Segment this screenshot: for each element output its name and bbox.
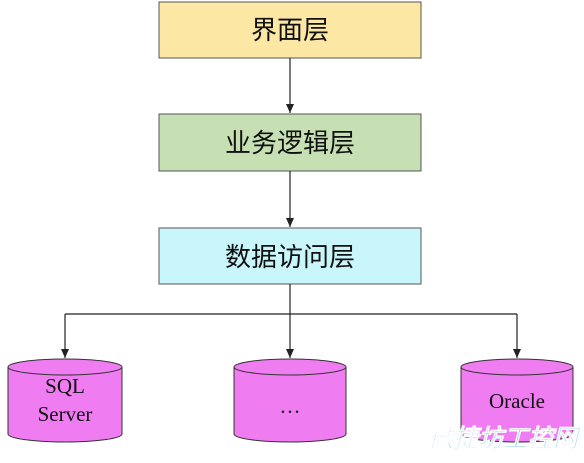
oracle-cylinder-body bbox=[460, 367, 574, 443]
sql-server-label-line1: SQL bbox=[45, 374, 85, 398]
data-access-layer-box bbox=[158, 227, 422, 285]
sql-server-database: SQL Server bbox=[7, 358, 123, 443]
business-layer-box bbox=[158, 113, 422, 172]
ui-layer-box bbox=[158, 1, 422, 59]
other-db-cylinder-top bbox=[233, 358, 347, 376]
other-db-label: … bbox=[280, 394, 301, 418]
watermark-text: 微捷坊工控网 bbox=[428, 424, 582, 453]
other-database: … bbox=[233, 358, 347, 443]
sql-server-cylinder-body bbox=[7, 367, 123, 443]
ui-layer-label: 界面层 bbox=[251, 16, 329, 46]
business-layer-label: 业务逻辑层 bbox=[225, 129, 355, 159]
oracle-label: Oracle bbox=[489, 389, 545, 413]
sql-server-label-line2: Server bbox=[38, 402, 93, 426]
data-access-layer-label: 数据访问层 bbox=[225, 243, 355, 273]
other-db-cylinder-body bbox=[233, 367, 347, 443]
oracle-database: Oracle bbox=[460, 358, 574, 443]
oracle-cylinder-top bbox=[460, 358, 574, 376]
sql-server-cylinder-top bbox=[7, 358, 123, 376]
